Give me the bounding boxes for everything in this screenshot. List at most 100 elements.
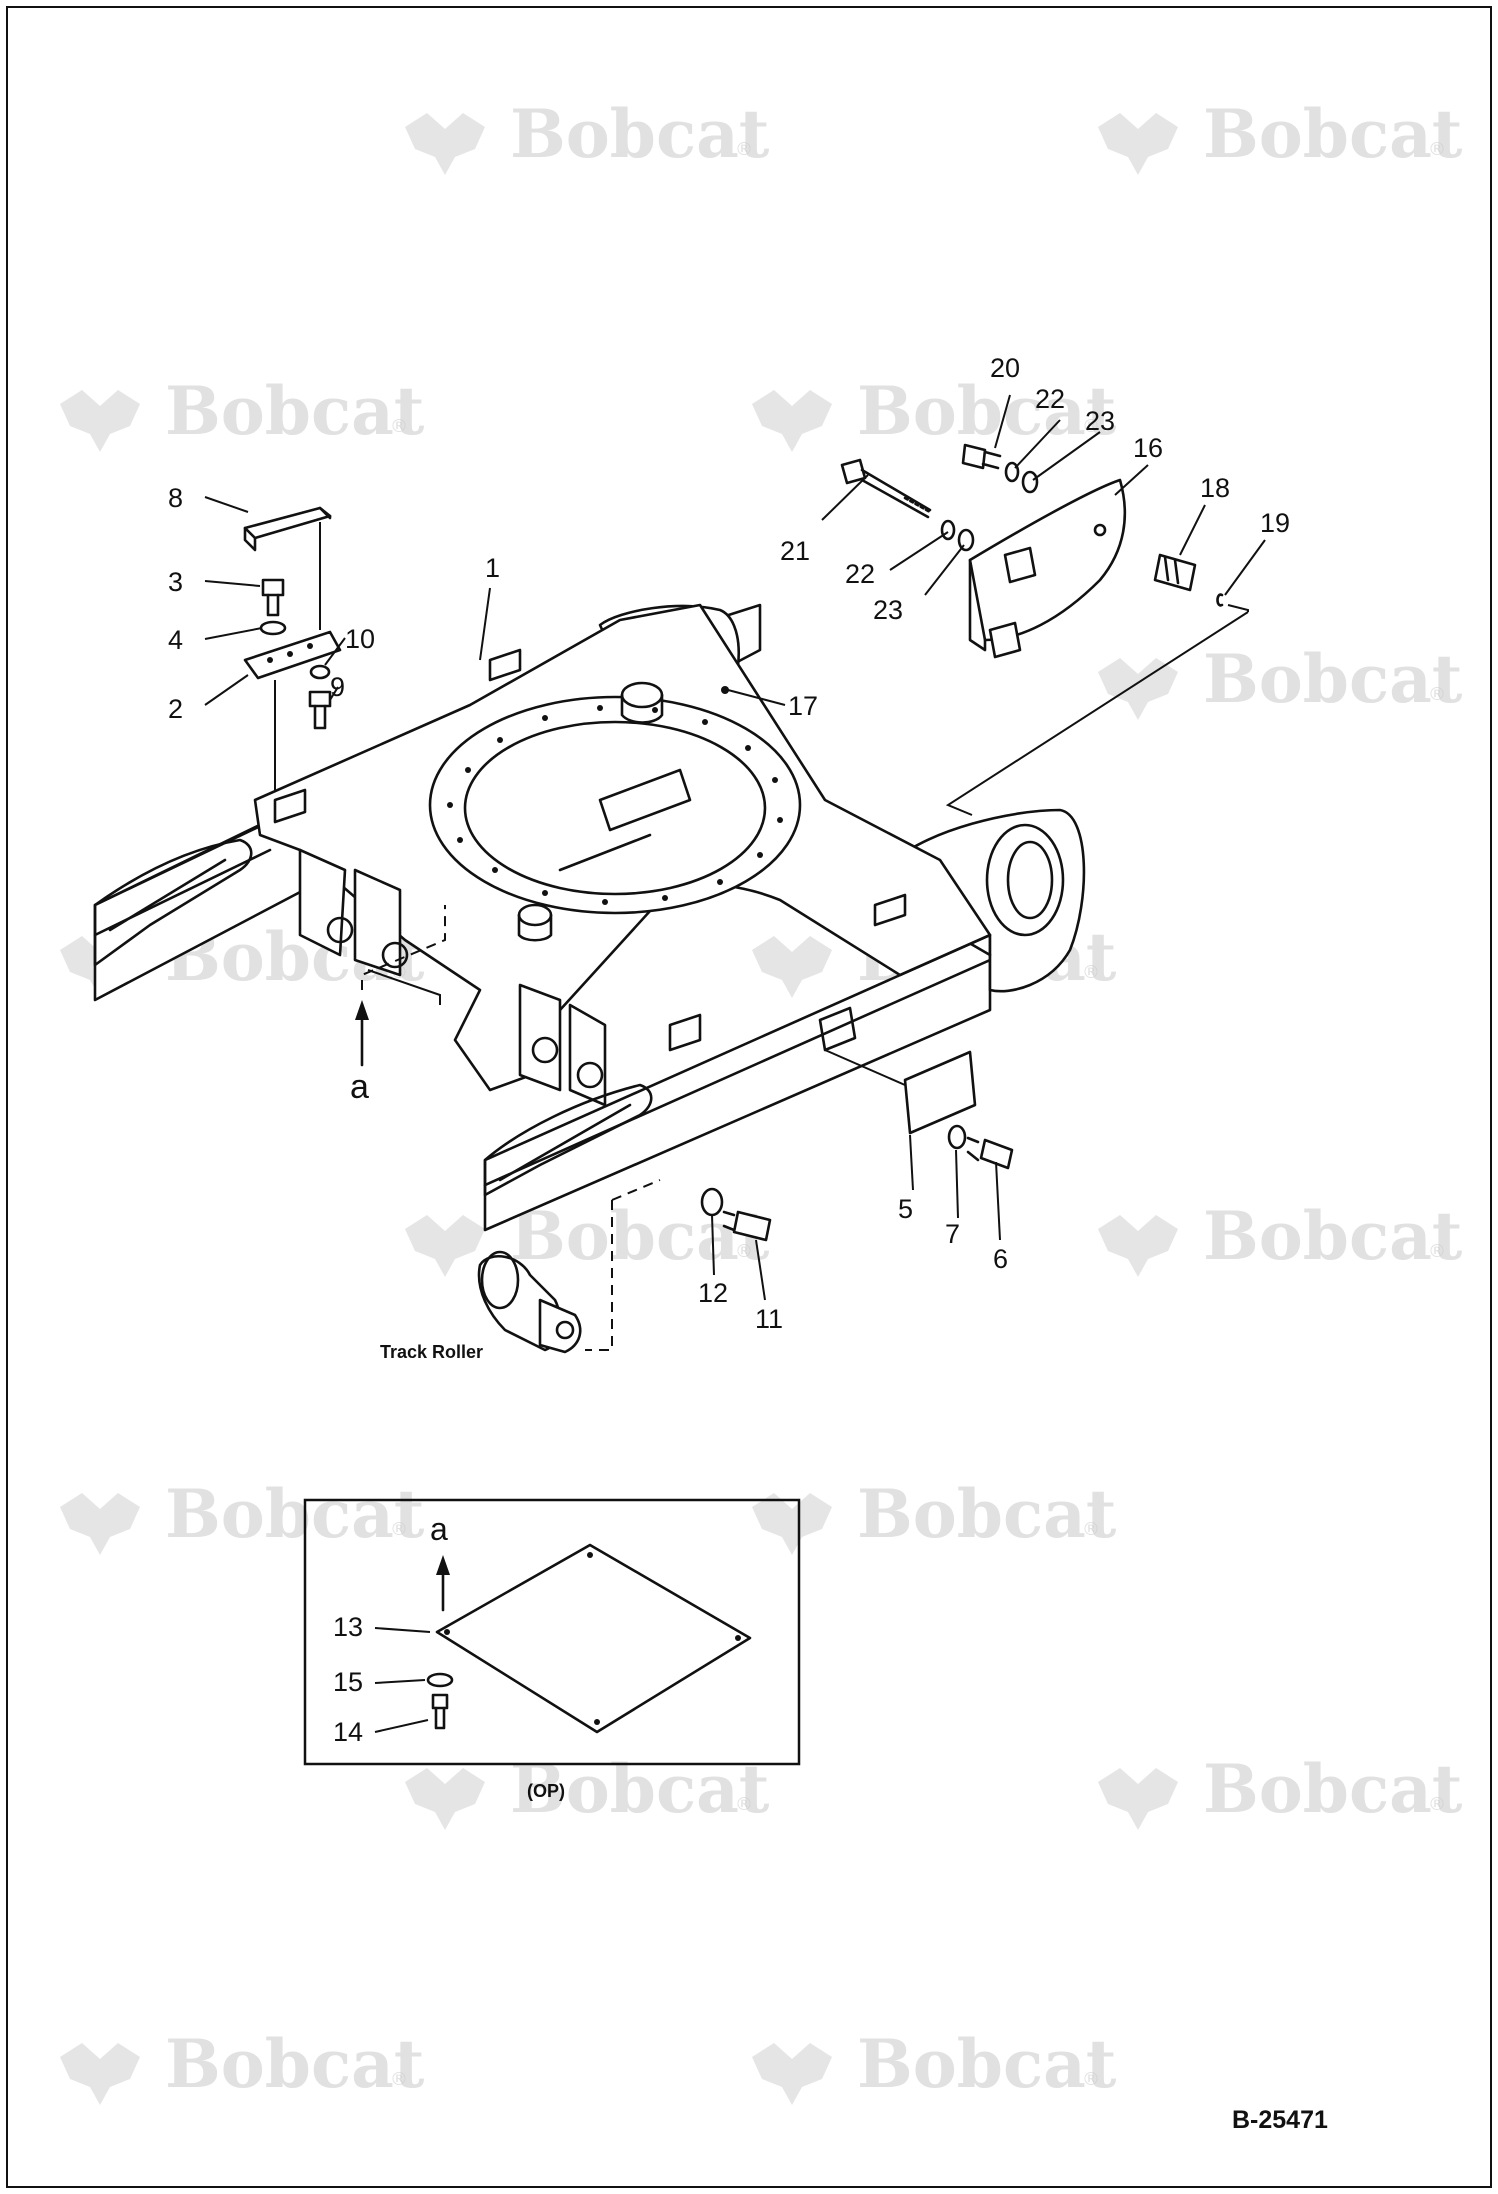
track-roller-label: Track Roller: [380, 1342, 483, 1362]
watermark-text: Bobcat: [1203, 1750, 1463, 1828]
watermark-text: Bobcat: [857, 1475, 1117, 1553]
watermark-mark: ®: [735, 1241, 753, 1262]
watermark-text: Bobcat: [510, 1197, 770, 1275]
part-15-washer: [426, 1672, 454, 1688]
bobcat-logo-icon: [60, 390, 140, 452]
part-19-clip: [1216, 593, 1224, 607]
part-10-washer: [309, 664, 331, 680]
leg-bracket: [298, 848, 347, 957]
part-12-washer: [700, 1187, 724, 1217]
callout-17: 17: [788, 691, 818, 721]
watermark-mark: ®: [1082, 1519, 1100, 1540]
inspection-hole: [818, 1006, 857, 1052]
track-slot: [93, 838, 253, 967]
callout-10: 10: [345, 624, 375, 654]
bobcat-logo-icon: [405, 113, 485, 175]
center-block: [598, 768, 692, 832]
watermark-mark: ®: [1082, 416, 1100, 437]
callout-18: 18: [1200, 473, 1230, 503]
part-9-bolt: [308, 690, 332, 708]
callouts: 1 2 3 4 5 6 7 8 9 10 11 12 17 20 22 23 1…: [168, 353, 1290, 1334]
callout-15: 15: [333, 1667, 363, 1697]
track-slot: [483, 1083, 653, 1197]
callout-5: 5: [898, 1194, 913, 1224]
watermark-mark: ®: [390, 1519, 408, 1540]
part-23-washer: [957, 528, 975, 552]
watermark-mark: ®: [735, 1794, 753, 1815]
callout-19: 19: [1260, 508, 1290, 538]
callout-9: 9: [330, 672, 345, 702]
bobcat-logo-icon: [405, 1215, 485, 1277]
track-roller: [477, 1250, 582, 1354]
bobcat-logo-icon: [752, 936, 832, 998]
part-16-guard: [968, 478, 1127, 642]
leg-bracket: [518, 983, 562, 1092]
near-side-rail: [483, 933, 992, 1232]
callout-11: 11: [755, 1304, 783, 1334]
watermark-mark: ®: [1428, 1241, 1446, 1262]
view-arrow-a: a: [350, 905, 446, 1106]
callout-14: 14: [333, 1717, 363, 1747]
bobcat-logo-icon: [1098, 1768, 1178, 1830]
bobcat-logo-icon: [752, 390, 832, 452]
part-7-washer: [947, 1124, 967, 1150]
part-4-washer: [259, 620, 287, 636]
boss: [620, 681, 664, 709]
bobcat-logo-icon: [405, 1768, 485, 1830]
callout-8: 8: [168, 483, 183, 513]
leg-bracket: [353, 868, 402, 977]
callout-6: 6: [993, 1244, 1008, 1274]
part-20-bolt: [961, 443, 987, 470]
pad: [488, 648, 522, 682]
bobcat-logo-icon: [1098, 1215, 1178, 1277]
watermark-mark: ®: [735, 139, 753, 160]
part-6-bolt: [979, 1138, 1014, 1170]
watermark-text: Bobcat: [165, 372, 425, 450]
callout-2: 2: [168, 694, 183, 724]
leg-bracket: [568, 1003, 607, 1107]
watermark-text: Bobcat: [1203, 95, 1463, 173]
callout-3: 3: [168, 567, 183, 597]
bobcat-logo-icon: [752, 2043, 832, 2105]
part-3-bolt: [261, 578, 285, 597]
cover-plate-group: [824, 1049, 1014, 1170]
swing-circle-outer: [428, 695, 802, 915]
watermark-text: Bobcat: [857, 372, 1117, 450]
part-5-cover: [903, 1050, 977, 1135]
callout-23b: 23: [873, 595, 903, 625]
inset-view-marker: a: [430, 1511, 448, 1547]
drawing-border: [6, 6, 1492, 2188]
callout-7: 7: [945, 1219, 960, 1249]
grease-nipple: [721, 686, 729, 694]
callout-21: 21: [780, 536, 810, 566]
watermark-mark: ®: [390, 416, 408, 437]
callout-4: 4: [168, 625, 183, 655]
watermark-text: Bobcat: [1203, 1197, 1463, 1275]
part-8-guide: [243, 506, 332, 540]
bobcat-logo-icon: [752, 1493, 832, 1555]
watermark-text: Bobcat: [165, 2025, 425, 2103]
guard-plate-group: [243, 506, 342, 790]
swing-circle-inner: [463, 720, 767, 896]
watermark-text: Bobcat: [1203, 640, 1463, 718]
watermark-mark: ®: [1082, 2069, 1100, 2090]
bobcat-logo-icon: [1098, 658, 1178, 720]
callout-12: 12: [698, 1278, 728, 1308]
callout-23a: 23: [1085, 406, 1115, 436]
pad: [273, 788, 307, 824]
callout-22a: 22: [1035, 384, 1065, 414]
inset-frame: [303, 1498, 801, 1766]
callout-13: 13: [333, 1612, 363, 1642]
pad: [873, 893, 907, 927]
idler-guard-group: [840, 443, 1249, 816]
swing-circle-bolts: [447, 705, 783, 905]
part-13-under-cover: [435, 1543, 752, 1734]
track-frame: [93, 603, 1086, 1232]
guard-stud: [1003, 546, 1037, 584]
watermark-text: Bobcat: [857, 2025, 1117, 2103]
drawing-code: B-25471: [1232, 2106, 1328, 2134]
callout-1: 1: [485, 553, 500, 583]
watermark-text: Bobcat: [510, 95, 770, 173]
callout-16: 16: [1133, 433, 1163, 463]
